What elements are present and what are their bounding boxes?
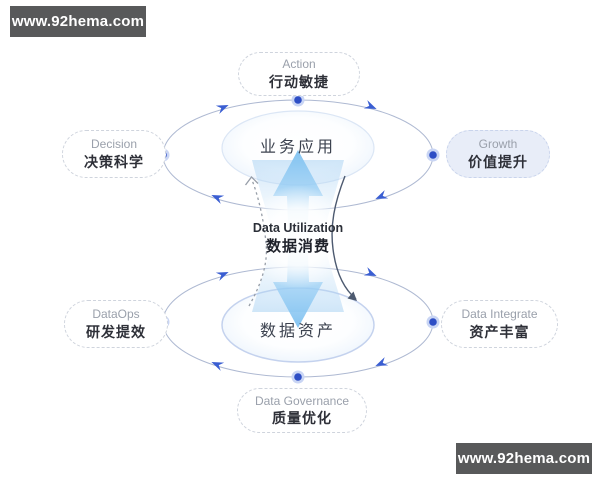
node-action-zh: 行动敏捷 bbox=[269, 73, 329, 90]
node-dataops-en: DataOps bbox=[92, 307, 140, 322]
node-dot-icon bbox=[291, 370, 305, 384]
node-decision: Decision 决策科学 bbox=[62, 130, 166, 178]
node-dataops: DataOps 研发提效 bbox=[64, 300, 168, 348]
orbit-arrow-icon bbox=[215, 105, 229, 114]
orbit-arrow-icon bbox=[375, 357, 389, 366]
business-app-label: 业务应用 bbox=[259, 139, 336, 156]
node-data-governance-en: Data Governance bbox=[254, 393, 350, 408]
node-dataops-zh: 研发提效 bbox=[86, 323, 146, 340]
orbit-arrow-icon bbox=[211, 362, 225, 371]
dashed-curve-arrowhead-icon bbox=[244, 176, 259, 186]
node-action: Action 行动敏捷 bbox=[238, 52, 360, 96]
node-growth-en: Growth bbox=[478, 137, 518, 152]
data-asset-label: 数据资产 bbox=[259, 323, 336, 340]
orbit-arrow-icon bbox=[363, 100, 377, 109]
watermark-top-left: www.92hema.com bbox=[10, 6, 146, 37]
node-dot-icon bbox=[426, 148, 440, 162]
data-utilization-label: Data Utilization 数据消费 bbox=[223, 221, 373, 256]
node-data-governance: Data Governance 质量优化 bbox=[237, 388, 367, 433]
node-decision-zh: 决策科学 bbox=[84, 153, 144, 170]
solid-flow-curve bbox=[331, 175, 357, 301]
data-utilization-label-en: Data Utilization bbox=[252, 221, 344, 235]
dashed-feedback-curve bbox=[244, 176, 268, 307]
data-utilization-label-zh: 数据消费 bbox=[265, 237, 330, 255]
solid-curve-arrowhead-icon bbox=[347, 291, 357, 301]
node-data-integrate: Data Integrate 资产丰富 bbox=[441, 300, 558, 348]
node-dot-icon bbox=[291, 93, 305, 107]
orbit-arrow-icon bbox=[363, 267, 377, 276]
node-data-integrate-en: Data Integrate bbox=[461, 307, 538, 322]
orbit-arrow-icon bbox=[375, 190, 389, 199]
node-dot-icon bbox=[426, 315, 440, 329]
node-action-en: Action bbox=[282, 57, 316, 72]
node-growth: Growth 价值提升 bbox=[446, 130, 550, 178]
node-growth-zh: 价值提升 bbox=[468, 153, 528, 170]
node-data-governance-zh: 质量优化 bbox=[272, 410, 332, 427]
node-data-integrate-zh: 资产丰富 bbox=[469, 323, 530, 340]
orbit-arrow-icon bbox=[211, 195, 225, 204]
node-decision-en: Decision bbox=[90, 137, 138, 152]
center-glow bbox=[246, 185, 350, 289]
orbit-arrow-icon bbox=[215, 272, 229, 281]
watermark-bottom-right: www.92hema.com bbox=[456, 443, 592, 474]
